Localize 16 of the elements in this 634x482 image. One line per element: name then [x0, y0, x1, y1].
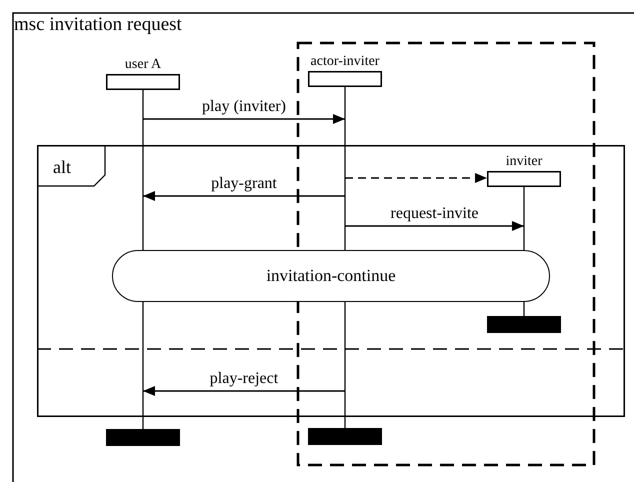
- diagram-title: msc invitation request: [14, 14, 182, 36]
- message-label: request-invite: [390, 205, 478, 223]
- create-arrow: [345, 173, 487, 183]
- message-arrow: [143, 386, 345, 396]
- message-label: play-grant: [211, 175, 277, 193]
- message-arrow: [143, 191, 345, 201]
- condition-text: invitation-continue: [266, 266, 396, 286]
- condition-box: [112, 250, 550, 302]
- instance-name: user A: [124, 57, 162, 72]
- instance-name: inviter: [504, 154, 544, 169]
- message-label: play (inviter): [202, 98, 286, 116]
- operator-keyword: alt: [53, 157, 71, 177]
- instance-name: actor-inviter: [310, 54, 380, 69]
- message-arrow: [345, 221, 524, 231]
- message-arrow: [143, 114, 345, 124]
- message-label: play-reject: [210, 370, 278, 388]
